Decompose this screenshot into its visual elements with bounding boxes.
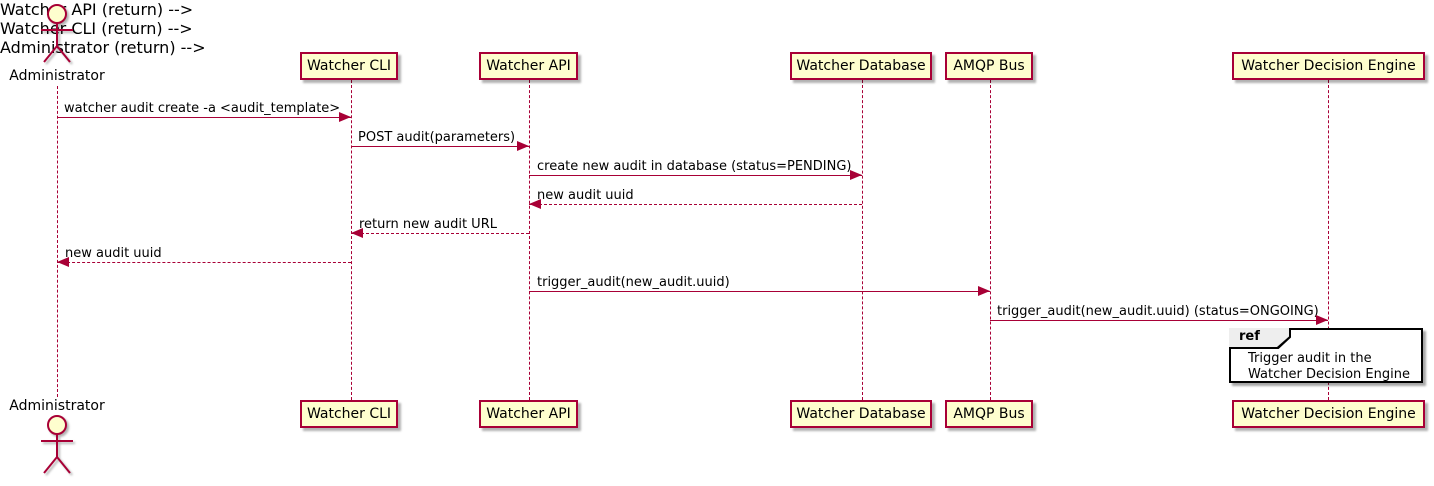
message-line bbox=[529, 291, 990, 292]
message-line bbox=[529, 204, 862, 205]
message-line bbox=[529, 175, 862, 176]
ref-keyword: ref bbox=[1229, 328, 1289, 347]
ref-text-line: Trigger audit in the bbox=[1248, 351, 1372, 366]
arrowhead-left-icon bbox=[529, 199, 541, 209]
lifeline-amqp-bus bbox=[990, 80, 991, 400]
actor-name-bottom: Administrator bbox=[9, 398, 105, 414]
participant-watcher-cli-top: Watcher CLI bbox=[300, 52, 398, 80]
participant-amqp-bus-bottom: AMQP Bus bbox=[945, 400, 1033, 428]
arrowhead-right-icon bbox=[978, 286, 990, 296]
ref-tab: ref bbox=[1229, 328, 1291, 349]
message-label: create new audit in database (status=PEN… bbox=[537, 159, 852, 174]
message-label: new audit uuid bbox=[65, 246, 162, 261]
message-line bbox=[57, 117, 351, 118]
message-line bbox=[351, 233, 529, 234]
participant-watcher-database-top: Watcher Database bbox=[790, 52, 932, 80]
ref-fragment: ref Trigger audit in the Watcher Decisio… bbox=[1229, 328, 1423, 383]
arrowhead-left-icon bbox=[57, 257, 69, 267]
message-label: POST audit(parameters) bbox=[358, 130, 516, 145]
arrowhead-right-icon bbox=[850, 170, 862, 180]
message-line bbox=[57, 262, 351, 263]
arrowhead-right-icon bbox=[339, 112, 351, 122]
message-label: trigger_audit(new_audit.uuid) (status=ON… bbox=[997, 304, 1319, 319]
actor-icon bbox=[41, 4, 73, 63]
lifeline-watcher-database bbox=[862, 80, 863, 400]
ref-text-line: Watcher Decision Engine bbox=[1248, 367, 1410, 382]
participant-watcher-api-top: Watcher API bbox=[479, 52, 578, 80]
participant-watcher-decision-engine-top: Watcher Decision Engine bbox=[1232, 52, 1425, 80]
actor-icon bbox=[41, 415, 73, 474]
participant-amqp-bus-top: AMQP Bus bbox=[945, 52, 1033, 80]
message-label: watcher audit create -a <audit_template> bbox=[64, 101, 341, 116]
participant-watcher-cli-bottom: Watcher CLI bbox=[300, 400, 398, 428]
message-line bbox=[351, 146, 529, 147]
lifeline-watcher-api bbox=[529, 80, 530, 400]
arrowhead-left-icon bbox=[351, 228, 363, 238]
message-line bbox=[990, 320, 1328, 321]
lifeline-watcher-cli bbox=[351, 80, 352, 400]
message-label: return new audit URL bbox=[359, 217, 497, 232]
lifeline-administrator bbox=[57, 86, 58, 397]
arrowhead-right-icon bbox=[1316, 315, 1328, 325]
message-label: trigger_audit(new_audit.uuid) bbox=[537, 275, 730, 290]
lifeline-watcher-decision-engine bbox=[1328, 80, 1329, 400]
arrowhead-right-icon bbox=[517, 141, 529, 151]
message-label: new audit uuid bbox=[537, 188, 634, 203]
participant-watcher-api-bottom: Watcher API bbox=[479, 400, 578, 428]
participant-watcher-database-bottom: Watcher Database bbox=[790, 400, 932, 428]
participant-watcher-decision-engine-bottom: Watcher Decision Engine bbox=[1232, 400, 1425, 428]
actor-name-top: Administrator bbox=[9, 68, 105, 84]
